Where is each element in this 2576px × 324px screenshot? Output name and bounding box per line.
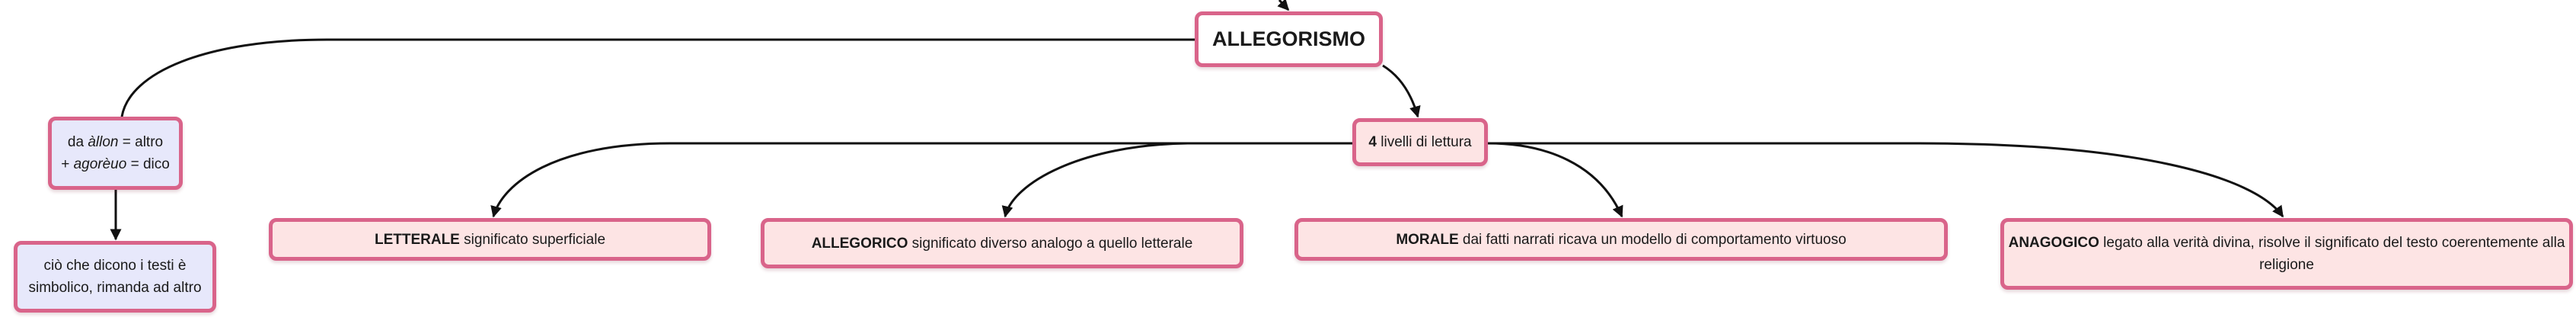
meaning-line-1: ciò che dicono i testi è bbox=[43, 258, 187, 274]
levels-count: 4 bbox=[1368, 134, 1377, 150]
letterale-text: LETTERALE significato superficiale bbox=[375, 229, 605, 251]
anagogico-description: legato alla verità divina, risolve il si… bbox=[2099, 235, 2565, 273]
etymology-prefix-1: da bbox=[67, 134, 88, 150]
etymology-node[interactable]: da àllon = altro + agorèuo = dico bbox=[48, 117, 183, 190]
meaning-line-2: simbolico, rimanda ad altro bbox=[28, 280, 202, 296]
anagogico-key: ANAGOGICO bbox=[2008, 235, 2099, 251]
edge-levels-to-letterale bbox=[490, 142, 1352, 218]
levels-label: livelli di lettura bbox=[1376, 134, 1472, 150]
levels-node[interactable]: 4 livelli di lettura bbox=[1352, 118, 1488, 166]
level-node-anagogico[interactable]: ANAGOGICO legato alla verità divina, ris… bbox=[2000, 218, 2573, 290]
letterale-description: significato superficiale bbox=[459, 231, 606, 248]
etymology-gloss-1: = altro bbox=[118, 134, 164, 150]
letterale-key: LETTERALE bbox=[374, 231, 460, 248]
meaning-text: ciò che dicono i testi è simbolico, rima… bbox=[28, 255, 201, 299]
anagogico-text: ANAGOGICO legato alla verità divina, ris… bbox=[2007, 232, 2566, 276]
edge-parent-to-root bbox=[1277, 0, 1290, 11]
root-node-allegorismo[interactable]: ALLEGORISMO bbox=[1195, 11, 1383, 67]
etymology-word-allon: àllon bbox=[88, 134, 119, 150]
allegorico-description: significato diverso analogo a quello let… bbox=[908, 235, 1193, 252]
morale-key: MORALE bbox=[1396, 231, 1459, 248]
level-node-letterale[interactable]: LETTERALE significato superficiale bbox=[269, 218, 711, 261]
root-label: ALLEGORISMO bbox=[1212, 27, 1365, 50]
edge-levels-to-anagogico bbox=[1488, 142, 2284, 218]
allegorico-text: ALLEGORICO significato diverso analogo a… bbox=[812, 233, 1193, 255]
morale-text: MORALE dai fatti narrati ricava un model… bbox=[1396, 229, 1846, 251]
levels-text: 4 livelli di lettura bbox=[1368, 131, 1471, 153]
etymology-word-agoreuo: agorèuo bbox=[73, 156, 127, 172]
level-node-allegorico[interactable]: ALLEGORICO significato diverso analogo a… bbox=[761, 218, 1243, 268]
etymology-prefix-2: + bbox=[61, 156, 74, 172]
edge-levels-to-morale bbox=[1487, 142, 1623, 218]
allegorico-key: ALLEGORICO bbox=[811, 235, 908, 252]
etymology-line-2: + agorèuo = dico bbox=[61, 153, 170, 175]
edge-levels-to-allegorico bbox=[1001, 142, 1352, 218]
edge-root-to-levels bbox=[1382, 64, 1421, 118]
meaning-node[interactable]: ciò che dicono i testi è simbolico, rima… bbox=[14, 241, 216, 313]
level-node-morale[interactable]: MORALE dai fatti narrati ricava un model… bbox=[1294, 218, 1948, 261]
etymology-text: da àllon = altro + agorèuo = dico bbox=[61, 131, 170, 175]
etymology-line-1: da àllon = altro bbox=[61, 131, 170, 153]
edge-root-to-etymology bbox=[120, 38, 1195, 117]
etymology-gloss-2: = dico bbox=[126, 156, 170, 172]
morale-description: dai fatti narrati ricava un modello di c… bbox=[1458, 231, 1847, 248]
